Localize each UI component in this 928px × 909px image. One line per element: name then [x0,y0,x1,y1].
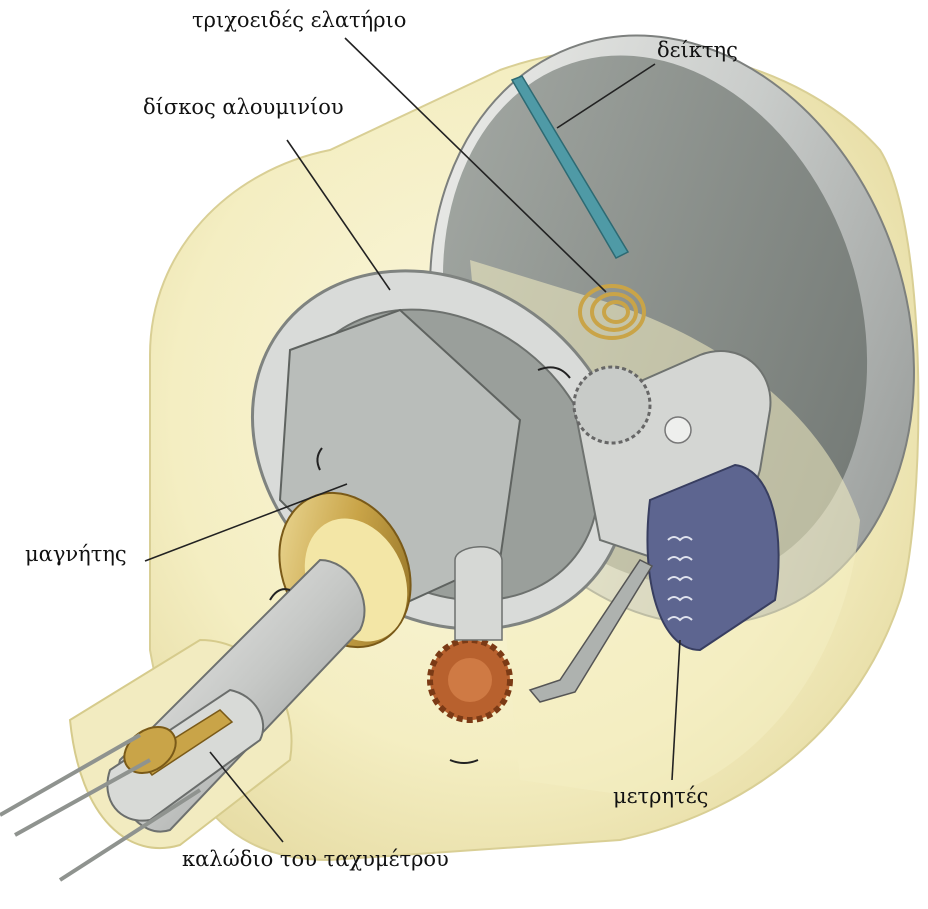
copper-gear-hub [448,658,492,702]
label-hairspring: τριχοειδές ελατήριο [192,10,406,31]
worm-gear [574,367,650,443]
label-magnet: μαγνήτης [25,544,127,565]
bracket-pin [665,417,691,443]
label-speedometer-cable: καλώδιο του ταχυμέτρου [182,849,449,870]
label-pointer: δείκτης [657,40,738,61]
spindle-post [455,547,502,640]
label-counter: μετρητές [613,786,708,807]
label-aluminium-disc: δίσκος αλουμινίου [143,97,344,118]
